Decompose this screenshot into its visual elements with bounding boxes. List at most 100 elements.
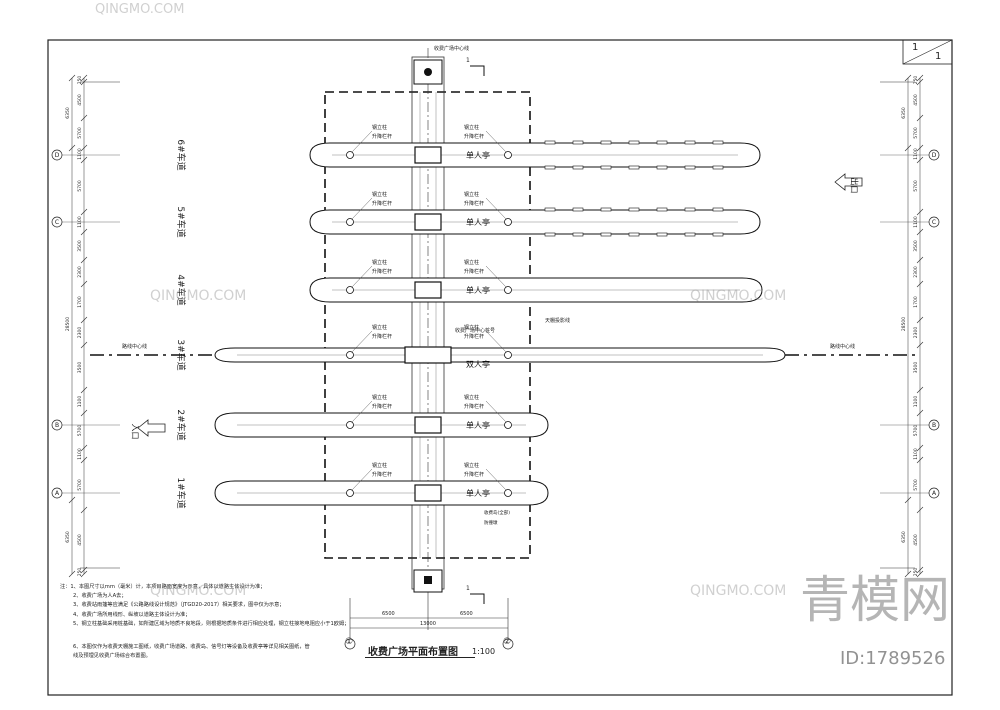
dimension-value: 5700: [913, 479, 919, 491]
canopy-column: [504, 151, 512, 159]
section-mark-top: 1: [466, 57, 470, 64]
canopy-column: [504, 489, 512, 497]
dimension-value: 250: [77, 568, 83, 577]
dimension-value: 5700: [913, 425, 919, 437]
sheet-number: 1: [912, 42, 919, 53]
drawing-scale: 1:100: [472, 647, 496, 656]
barrier-label: 升降栏杆: [372, 333, 392, 340]
road-centerline-label-right: 路线中心线: [830, 344, 856, 350]
booth-label: 单人亭: [466, 285, 490, 295]
dimension-value: 4500: [913, 534, 919, 546]
watermark-id: ID:1789526: [840, 648, 946, 669]
note-line: 线及预埋见收费广场综合布置图。: [73, 653, 151, 660]
lane-label: 5#车道: [175, 206, 187, 237]
dimension-total: 28500: [901, 317, 907, 331]
dimension-value: 1100: [77, 396, 83, 408]
dimension-total: 6350: [65, 531, 71, 543]
canopy-edge-label: 天棚投影线: [545, 318, 571, 324]
dimension-total: 28500: [65, 317, 71, 331]
barrier-label: 升降栏杆: [464, 471, 484, 478]
axis-letter: C: [55, 219, 59, 226]
canopy-column: [504, 286, 512, 294]
dimension-value: 2300: [77, 327, 83, 339]
dimension-value: 2300: [913, 327, 919, 339]
dimension-value: 1100: [913, 396, 919, 408]
axis-letter: D: [55, 152, 60, 159]
watermark-brand-mid2: QINGMO.COM: [690, 288, 787, 304]
canopy-column: [346, 286, 354, 294]
column-label: 钢立柱: [372, 462, 387, 469]
booth-label: 双人亭: [466, 359, 490, 369]
drawing-notes: 注：1、本图尺寸以mm（毫米）计，本项目路面宽度为示意，具体以道路主体设计为准；…: [60, 583, 349, 661]
dimension-value: 3500: [77, 240, 83, 252]
axis-2-circle: [502, 638, 514, 650]
exit-label: 出口: [849, 177, 859, 194]
dimension-value: 250: [913, 76, 919, 85]
dimension-total: 6350: [65, 107, 71, 119]
dimension-value: 3500: [913, 240, 919, 252]
barrier-label: 升降栏杆: [372, 133, 392, 140]
canopy-column: [504, 218, 512, 226]
barrier-label: 升降栏杆: [464, 200, 484, 207]
booth-label: 单人亭: [466, 488, 490, 498]
barrier-label: 升降栏杆: [464, 133, 484, 140]
axis-2-label: ②: [503, 637, 512, 647]
dimension-value: 2300: [77, 266, 83, 278]
title-underline: [365, 657, 475, 658]
toll-lanes: 钢立柱升降栏杆钢立柱升降栏杆单人亭6#车道钢立柱升降栏杆钢立柱升降栏杆单人亭5#…: [175, 124, 786, 509]
axis-letter: B: [55, 422, 59, 429]
entrance-arrow: [137, 419, 166, 437]
watermark-brand-mid: QINGMO.COM: [150, 288, 247, 304]
lane-label: 2#车道: [175, 409, 187, 440]
plaza-center-stake-label: 收费广场中心桩号: [455, 328, 496, 334]
exit-arrow: [834, 173, 863, 191]
dimension-total: 6350: [901, 107, 907, 119]
dimension-value: 1700: [77, 296, 83, 308]
bottom-dim-total: 13000: [420, 621, 436, 627]
toll-island-tag: 收费岛(全部): [484, 511, 511, 516]
note-line: 2、收费广场为人A去；: [73, 593, 127, 600]
barrier-label: 升降栏杆: [464, 333, 484, 340]
canopy-column: [346, 421, 354, 429]
dimension-value: 5700: [77, 479, 83, 491]
toll-booth: [414, 146, 442, 164]
column-label: 钢立柱: [464, 124, 479, 131]
barrier-label: 升降栏杆: [372, 200, 392, 207]
right-dimension-chain: 2504500570011005700110035002300170023003…: [901, 74, 924, 578]
dimension-value: 4500: [77, 94, 83, 106]
dimension-value: 250: [77, 76, 83, 85]
left-dimension-chain: 2504500570011005700110035002300170023003…: [65, 74, 88, 578]
booth-label: 单人亭: [466, 217, 490, 227]
dimension-value: 5700: [77, 127, 83, 139]
axis-letter: A: [55, 490, 60, 497]
dimension-value: 1100: [913, 448, 919, 460]
dimension-value: 1100: [77, 148, 83, 160]
column-label: 钢立柱: [372, 259, 387, 266]
axis-letter: C: [932, 219, 936, 226]
watermark-brand-low2: QINGMO.COM: [150, 583, 247, 599]
sheet-number-box: [902, 39, 953, 65]
note-line: 4、收费广场所用线形、纵坡以道路主体设计为准；: [73, 611, 191, 618]
dimension-value: 2300: [913, 266, 919, 278]
column-label: 钢立柱: [372, 124, 387, 131]
toll-booth: [414, 281, 442, 299]
dimension-value: 5700: [913, 180, 919, 192]
top-column-marker: [413, 59, 443, 85]
watermark-brand-top: QINGMO.COM: [95, 2, 185, 17]
dimension-value: 3500: [913, 362, 919, 374]
dimension-value: 5700: [913, 127, 919, 139]
column-label: 钢立柱: [464, 259, 479, 266]
watermark-brand-big: 青模网: [800, 571, 950, 629]
toll-booth: [414, 213, 442, 231]
dimension-total: 6350: [901, 531, 907, 543]
column-label: 钢立柱: [372, 324, 387, 331]
dimension-value: 5700: [77, 180, 83, 192]
lane-label: 1#车道: [175, 477, 187, 508]
note-line: 6、本图仅作为收费天棚施工图纸，收费广场道路、收费岛、信号灯等设备及收费亭等详见…: [73, 644, 310, 651]
axis-letter: D: [932, 152, 937, 159]
